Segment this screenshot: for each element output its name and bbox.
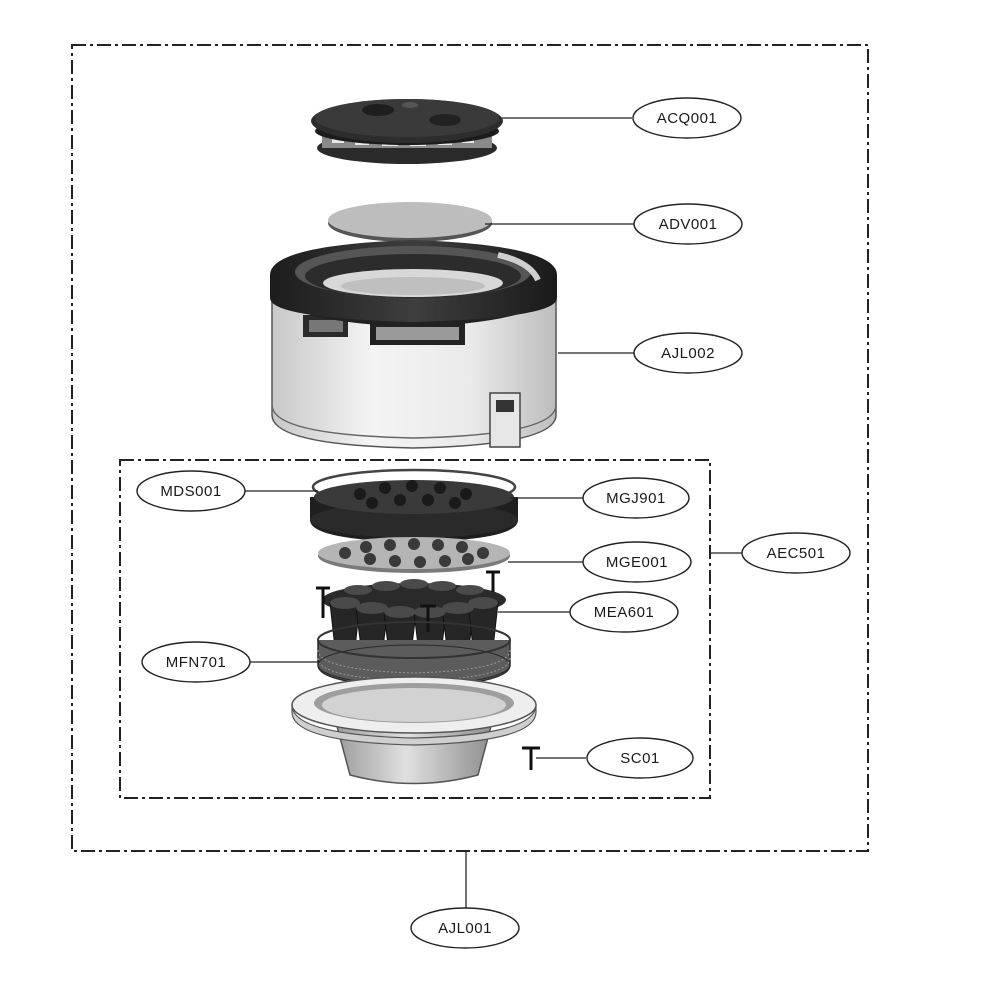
callout-mfn701: MFN701: [141, 641, 251, 683]
part-adv001-disc: [328, 202, 492, 242]
outer-assembly-frame: [71, 44, 869, 852]
label-ajl002: AJL002: [661, 345, 715, 362]
callout-mgj901: MGJ901: [582, 477, 690, 519]
part-ajl002-housing: [270, 240, 557, 449]
leader-lines: [245, 117, 742, 910]
label-mgj901: MGJ901: [606, 490, 666, 507]
callout-adv001: ADV001: [633, 203, 743, 245]
label-mfn701: MFN701: [166, 654, 227, 671]
label-mea601: MEA601: [594, 604, 655, 621]
label-adv001: ADV001: [659, 216, 718, 233]
inner-assembly-frame: [119, 459, 711, 799]
callout-aec501: AEC501: [741, 532, 851, 574]
callout-sc01: SC01: [586, 737, 694, 779]
callout-ajl001: AJL001: [410, 907, 520, 949]
label-mge001: MGE001: [606, 554, 668, 571]
label-aec501: AEC501: [767, 545, 826, 562]
callout-mea601: MEA601: [569, 591, 679, 633]
label-sc01: SC01: [620, 750, 660, 767]
part-mge001-plate: [318, 537, 510, 573]
screw-icon: [316, 570, 540, 770]
label-mds001: MDS001: [160, 483, 221, 500]
part-mgj901-shroud: [310, 480, 518, 542]
label-acq001: ACQ001: [657, 110, 718, 127]
part-acq001-cap: [311, 99, 503, 164]
callout-mge001: MGE001: [582, 541, 692, 583]
label-ajl001: AJL001: [438, 920, 492, 937]
callout-ajl002: AJL002: [633, 332, 743, 374]
callout-mds001: MDS001: [136, 470, 246, 512]
part-funnel-base: [291, 676, 537, 785]
callout-acq001: ACQ001: [632, 97, 742, 139]
